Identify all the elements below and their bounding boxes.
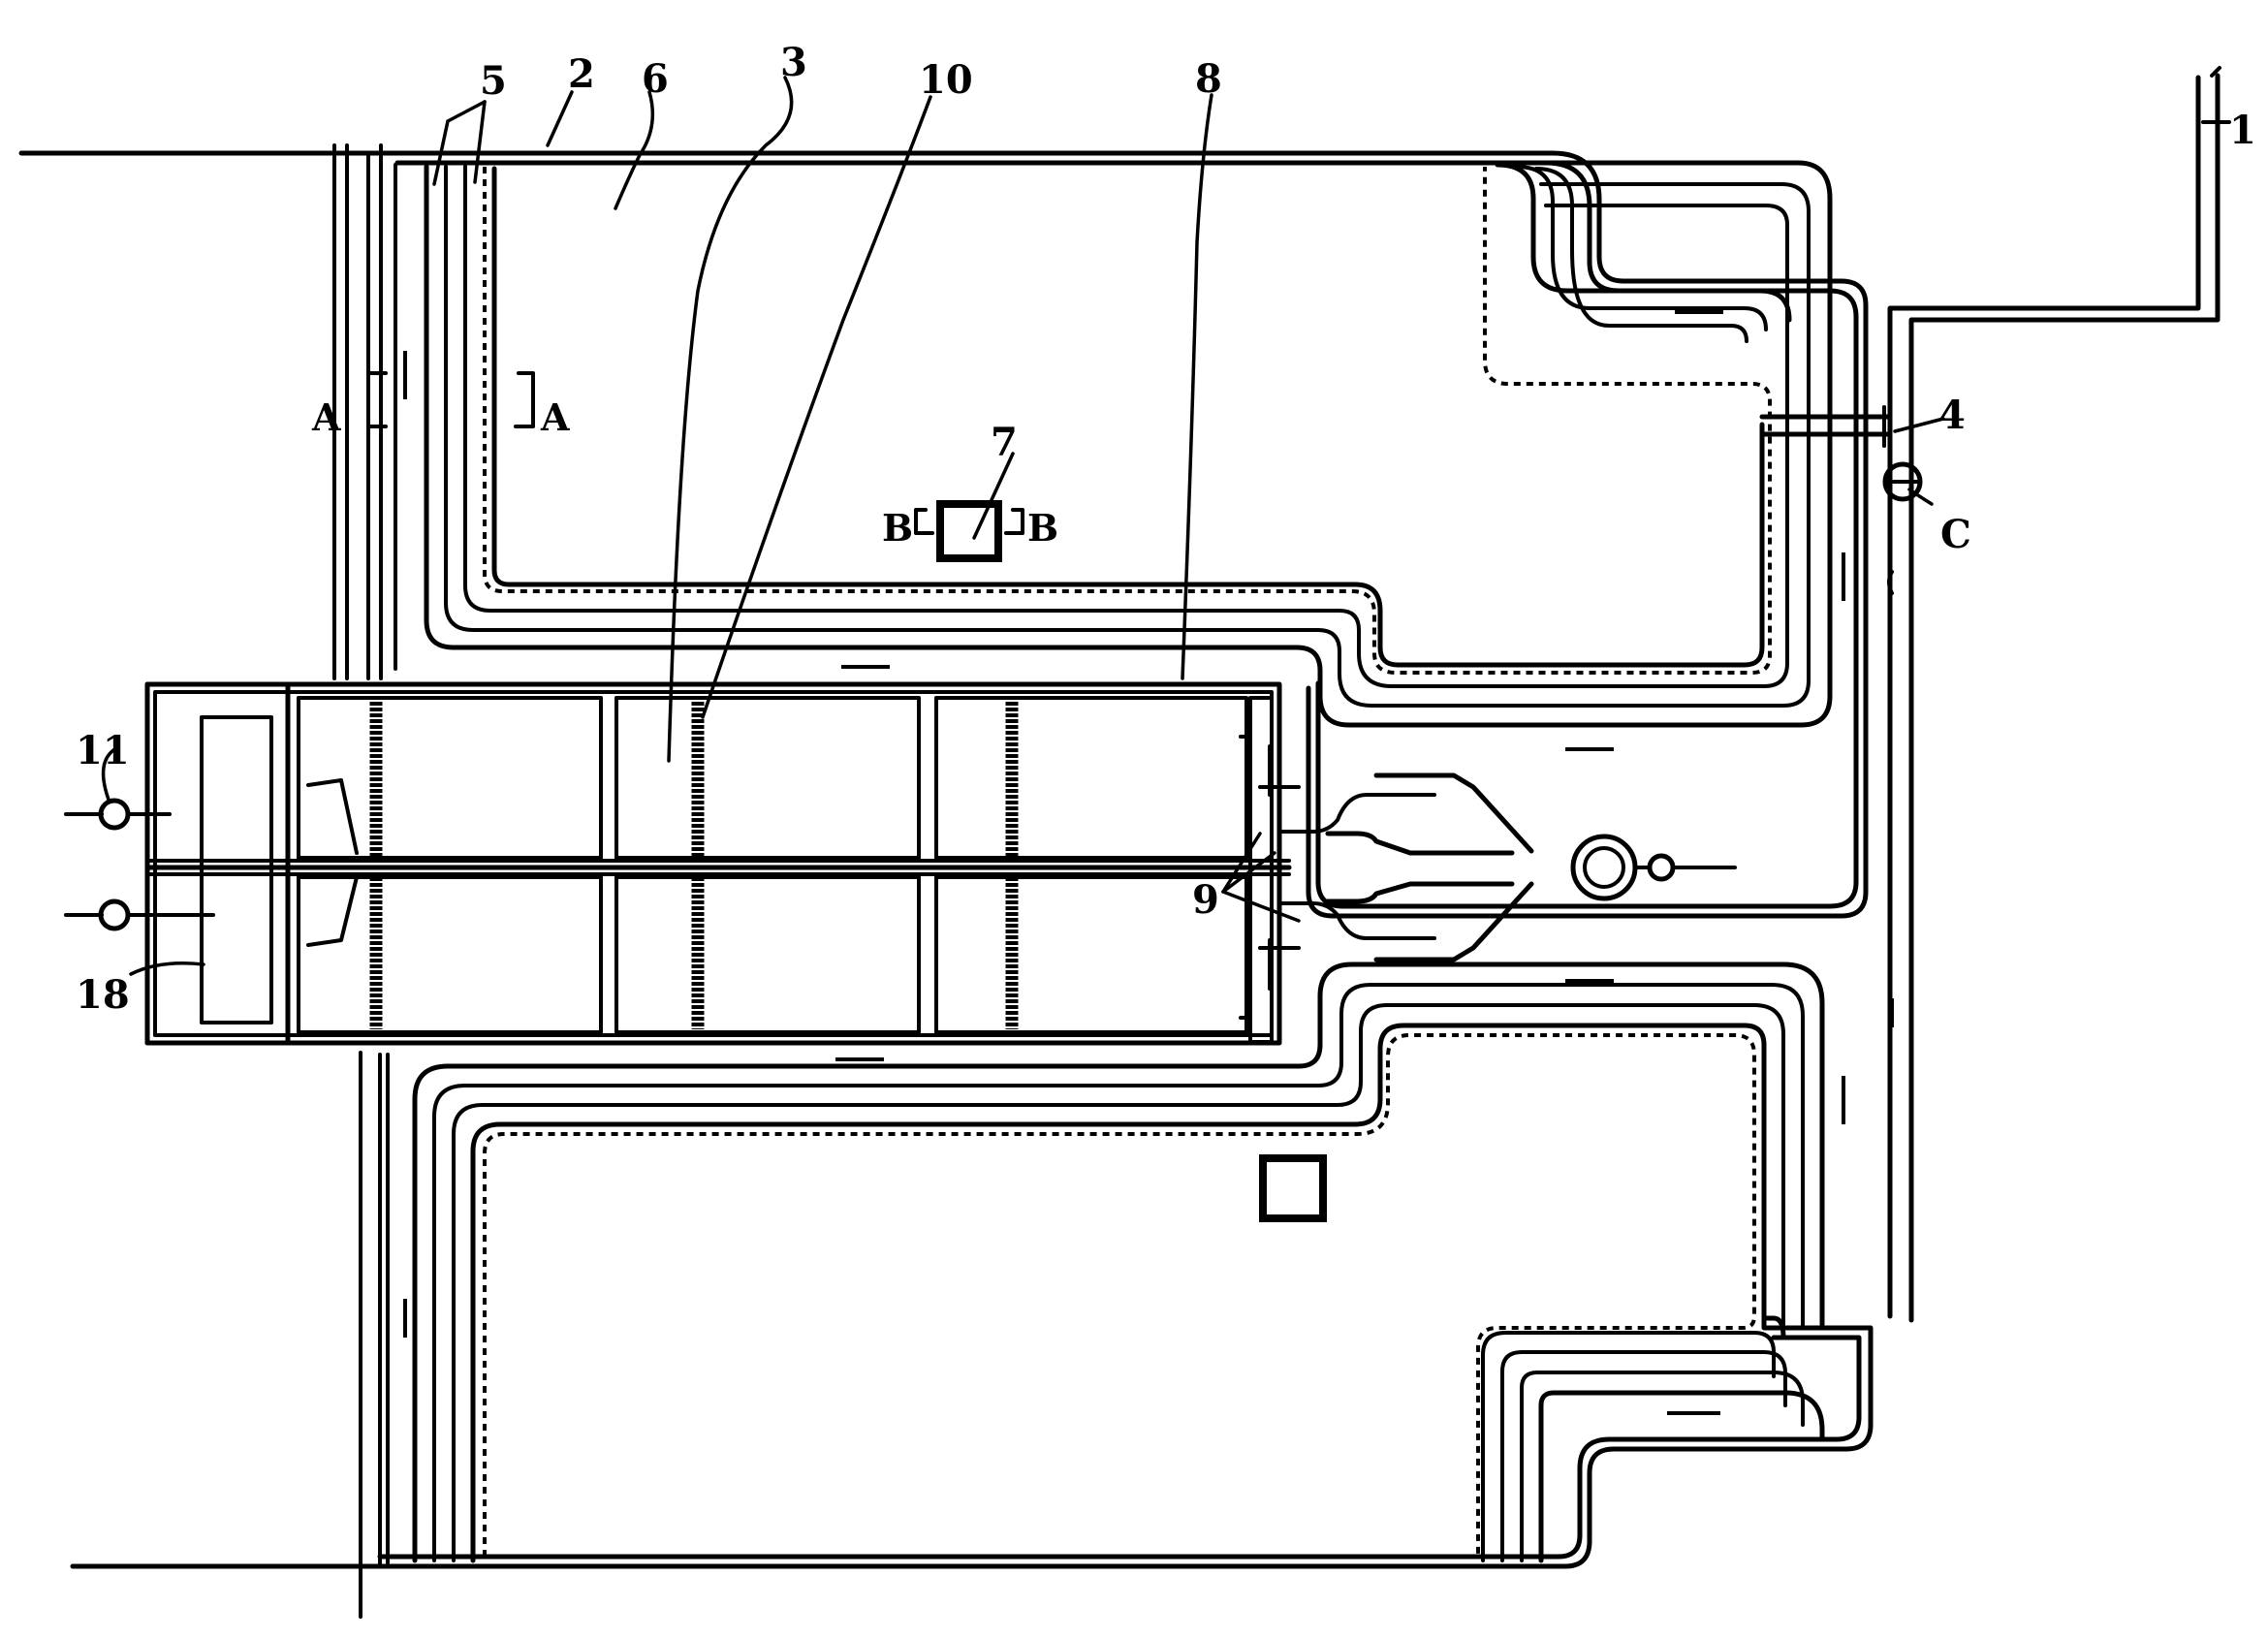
valve-icon [1647, 853, 1676, 882]
reference-numerals: 1 2 3 4 5 6 7 8 9 10 11 18 C A A B B [76, 40, 2256, 1018]
upper-pond-inner-wall [491, 166, 1765, 668]
inlet-valves [64, 798, 215, 931]
leader-lines [101, 76, 1945, 976]
supply-pipe [1759, 66, 2231, 1323]
lower-race-channel [412, 961, 1825, 1563]
label-9: 9 [1192, 877, 1219, 923]
label-10: 10 [919, 57, 973, 103]
site-boundary [18, 143, 393, 1619]
label-5: 5 [480, 58, 507, 104]
label-4: 4 [1938, 393, 1966, 438]
lower-sampling-box [1259, 1154, 1327, 1222]
section-markers [366, 371, 1024, 535]
label-2: 2 [568, 51, 595, 97]
upper-pond-liner [483, 167, 1772, 675]
upper-pond-walls [332, 143, 1869, 919]
label-8: 8 [1195, 56, 1222, 102]
valve-icon [1882, 461, 1923, 502]
lower-pond-liner [483, 1033, 1756, 1557]
section-label-B-right: B [1027, 506, 1058, 550]
label-C: C [1940, 512, 1971, 557]
lower-pond-walls [377, 1053, 1874, 1569]
label-3: 3 [780, 40, 807, 85]
upper-race-channel [424, 160, 1833, 728]
label-1: 1 [2229, 108, 2256, 153]
valve-icon [98, 898, 131, 931]
section-label-A-right: A [540, 395, 570, 439]
label-18: 18 [76, 972, 130, 1018]
section-label-B-left: B [882, 506, 913, 550]
label-7: 7 [991, 420, 1018, 465]
central-treatment-block [144, 681, 1292, 1046]
flow-arrows [403, 310, 1894, 1415]
sampling-box [936, 500, 1002, 562]
label-6: 6 [642, 56, 669, 102]
outlet-gates [1258, 744, 1737, 991]
label-11: 11 [76, 728, 130, 773]
valve-icon [98, 798, 131, 831]
section-label-A-left: A [311, 395, 341, 439]
pump-icon [1570, 834, 1638, 901]
